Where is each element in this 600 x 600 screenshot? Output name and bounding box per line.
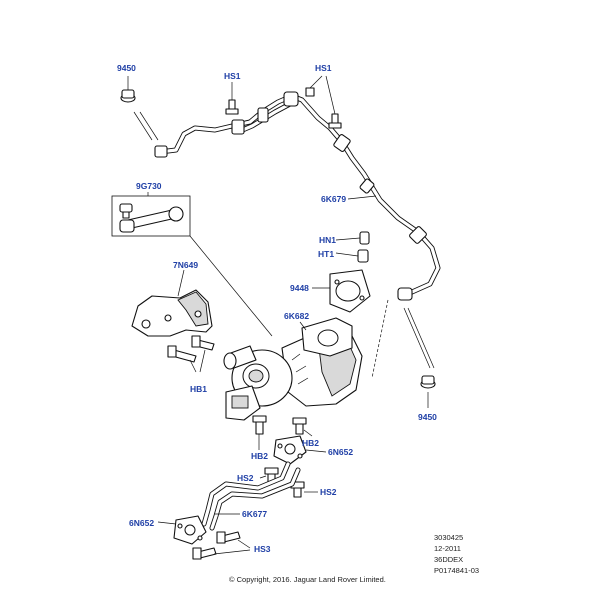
- reference-catalog: 36DDEX: [434, 555, 463, 564]
- bolt-hb2-a[interactable]: [252, 415, 267, 450]
- reference-date: 12-2011: [434, 544, 461, 553]
- oil-drain-pipe-6k677[interactable]: [201, 461, 301, 531]
- callout-6k677: 6K677: [242, 509, 267, 519]
- callout-hs2-a: HS2: [237, 473, 254, 483]
- bolt-hs2-b[interactable]: [290, 481, 318, 498]
- callout-hs2-b: HS2: [320, 487, 337, 497]
- callout-hb1: HB1: [190, 384, 207, 394]
- clip-9450-top[interactable]: [120, 76, 159, 141]
- bolt-hs1-a[interactable]: [225, 82, 239, 115]
- bolt-hs1-b[interactable]: [305, 75, 342, 129]
- clip-9450-bottom[interactable]: [403, 307, 436, 408]
- callout-hb2-b: HB2: [302, 438, 319, 448]
- bracket-7n649[interactable]: [131, 269, 213, 337]
- callout-ht1: HT1: [318, 249, 334, 259]
- reference-code: 3030425: [434, 533, 463, 542]
- callout-9450-bottom: 9450: [418, 412, 437, 422]
- oil-feed-pipe-6k679[interactable]: [154, 91, 441, 301]
- callout-hs1-b: HS1: [315, 63, 332, 73]
- reference-illustration: P0174841-03: [434, 566, 479, 575]
- bolt-hb1[interactable]: [167, 335, 215, 373]
- bolt-hb2-b[interactable]: [292, 417, 313, 437]
- sensor-hn1-ht1[interactable]: [335, 231, 370, 263]
- callout-hb2-a: HB2: [251, 451, 268, 461]
- callout-9g730: 9G730: [136, 181, 162, 191]
- gasket-9448[interactable]: [312, 269, 371, 313]
- callout-hs3: HS3: [254, 544, 271, 554]
- gasket-6n652-a[interactable]: [273, 435, 327, 465]
- callout-hs1-a: HS1: [224, 71, 241, 81]
- callout-6n652-a: 6N652: [328, 447, 353, 457]
- callout-6k679: 6K679: [321, 194, 346, 204]
- connector-kit-9g730[interactable]: [111, 192, 191, 237]
- turbocharger-6k682[interactable]: [223, 299, 389, 421]
- callout-hn1: HN1: [319, 235, 336, 245]
- callout-7n649: 7N649: [173, 260, 198, 270]
- callout-9450-top: 9450: [117, 63, 136, 73]
- callout-6k682: 6K682: [284, 311, 309, 321]
- callout-6n652-b: 6N652: [129, 518, 154, 528]
- bolt-hs3[interactable]: [192, 531, 251, 560]
- copyright-notice: © Copyright, 2016. Jaguar Land Rover Lim…: [229, 575, 386, 584]
- callout-9448: 9448: [290, 283, 309, 293]
- gasket-6n652-b[interactable]: [157, 515, 207, 545]
